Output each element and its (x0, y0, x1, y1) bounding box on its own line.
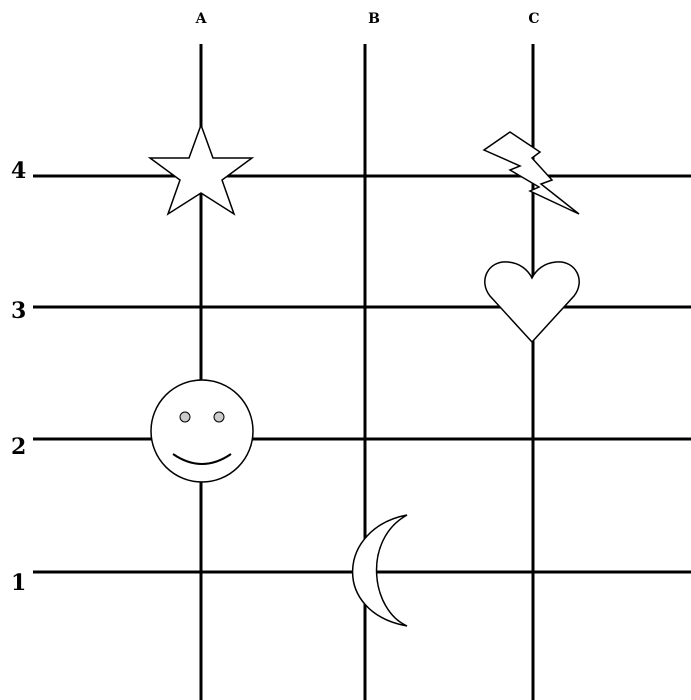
smiley-right-eye (213, 411, 225, 423)
lightning-bolt-icon (482, 131, 580, 215)
column-label-a: A (195, 11, 208, 27)
row-label-4: 4 (11, 158, 26, 184)
column-label-c: C (528, 11, 539, 27)
star-icon (147, 122, 255, 216)
heart-icon (484, 261, 580, 344)
smiley-mouth (172, 453, 232, 465)
crescent-moon-icon (351, 514, 408, 627)
row-label-3: 3 (11, 298, 26, 324)
row-label-1: 1 (11, 570, 26, 596)
row-label-2: 2 (11, 434, 26, 460)
smiley-face-icon (150, 379, 254, 483)
smiley-left-eye (179, 411, 191, 423)
column-label-b: B (368, 11, 380, 27)
